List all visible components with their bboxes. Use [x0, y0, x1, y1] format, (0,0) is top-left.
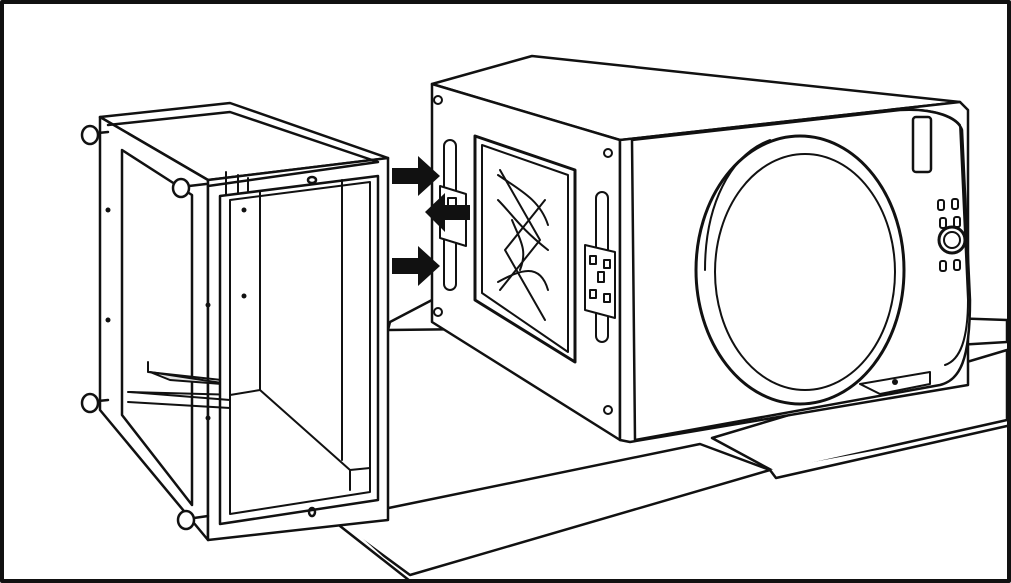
stand-bottom-hole: [307, 506, 317, 518]
control-knob-icon: [937, 225, 967, 255]
stand-inner-shelf: [127, 391, 231, 409]
washer-dryer-unit: [430, 54, 972, 444]
assembly-arrows: [392, 156, 470, 286]
stand-side-opening: [120, 148, 194, 507]
stand-inner-box: [229, 179, 371, 491]
insert-arrow-icon: [392, 246, 440, 286]
stand-screws: [105, 207, 247, 421]
stand-top-inner: [106, 110, 380, 188]
insert-arrow-icon: [392, 156, 440, 196]
peg-icon: [171, 177, 191, 199]
unit-buttons: [937, 198, 961, 272]
stand-top-hole: [306, 175, 318, 185]
stand-pegs: [80, 124, 210, 531]
unit-control-panel: [899, 108, 969, 366]
porthole-door-icon: [694, 134, 906, 406]
peg-icon: [176, 509, 196, 531]
stand-front-opening-inner: [229, 181, 371, 515]
stand-front-opening: [218, 174, 380, 526]
back-service-panel: [473, 134, 577, 364]
stand-frame: [80, 101, 390, 542]
peg-icon: [80, 124, 100, 146]
remove-arrow-icon: [425, 193, 470, 232]
peg-icon: [80, 392, 100, 414]
unit-display-window: [911, 115, 933, 174]
unit-screws: [433, 95, 613, 415]
mounting-bracket-icon: [584, 244, 616, 319]
